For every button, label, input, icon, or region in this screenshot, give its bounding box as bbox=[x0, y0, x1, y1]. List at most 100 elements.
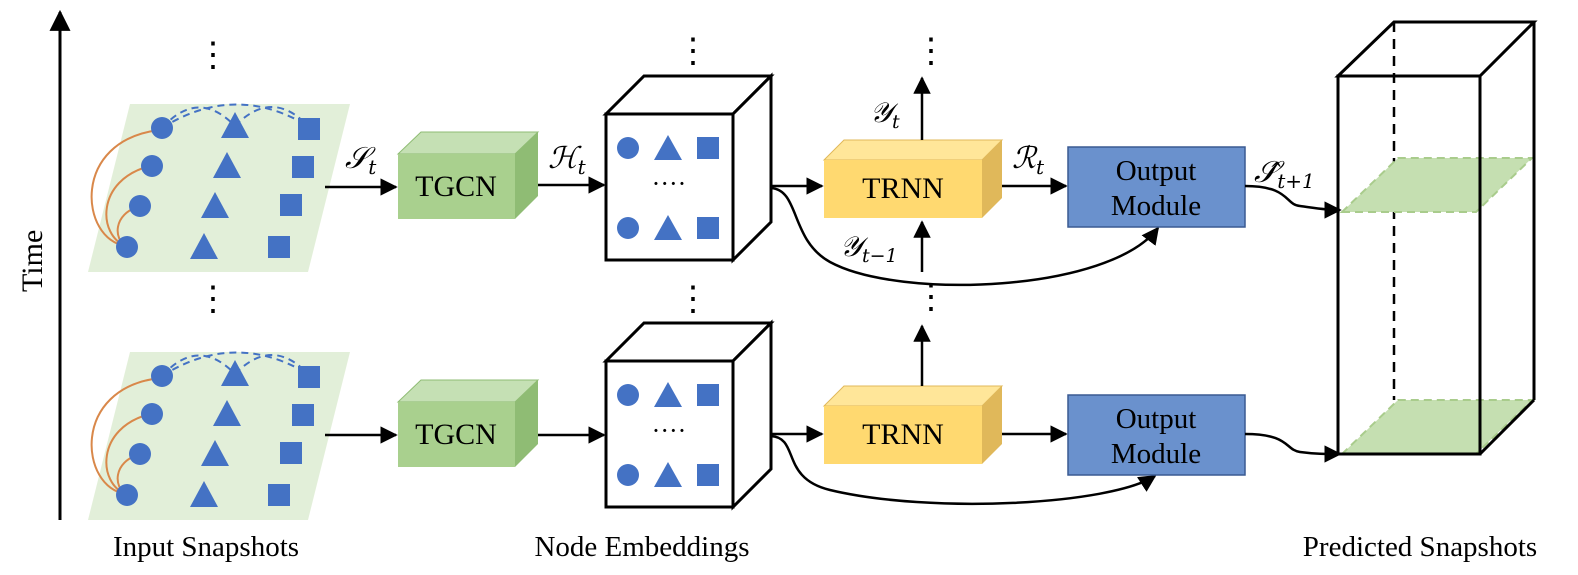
dashed-edge bbox=[161, 351, 309, 377]
embed-dots: ···· bbox=[652, 169, 687, 198]
triangle-node bbox=[190, 233, 218, 259]
tgcn-block-top: TGCN bbox=[396, 131, 540, 219]
input-snapshot-top bbox=[88, 103, 350, 272]
tgcn-top-face bbox=[396, 131, 540, 155]
triangle-node bbox=[201, 192, 229, 218]
trnn-top-face bbox=[822, 385, 1004, 407]
circle-node bbox=[151, 117, 173, 139]
triangle-node bbox=[654, 215, 682, 240]
square-node bbox=[292, 156, 314, 178]
orange-edge bbox=[105, 413, 151, 495]
snapshot-plane bbox=[88, 352, 350, 520]
vdots-embed-mid: ⋮ bbox=[676, 281, 710, 318]
circle-node bbox=[617, 384, 639, 406]
label-r-t: ℛt bbox=[1012, 141, 1045, 179]
circle-node bbox=[141, 155, 163, 177]
input-snapshot-bottom bbox=[88, 351, 350, 520]
dashed-edge bbox=[161, 106, 236, 129]
output-label-line1: Output bbox=[1116, 403, 1197, 435]
output-box bbox=[1067, 146, 1246, 228]
trnn-top-face bbox=[822, 139, 1004, 161]
label-y-tm1: 𝒴t−1 bbox=[840, 230, 898, 267]
output-module-top: Output Module bbox=[1067, 146, 1246, 228]
output-label-line2: Module bbox=[1111, 438, 1201, 470]
label-h-t: ℋt bbox=[548, 141, 587, 179]
label-s-t: 𝒮t bbox=[345, 141, 377, 179]
square-node bbox=[697, 137, 719, 159]
triangle-node bbox=[201, 440, 229, 466]
trnn-side-face bbox=[982, 386, 1002, 464]
label-y-t: 𝒴t bbox=[870, 96, 900, 133]
tgcn-front-face bbox=[398, 154, 515, 219]
trnn-label: TRNN bbox=[862, 418, 944, 451]
square-node bbox=[268, 484, 290, 506]
triangle-node bbox=[221, 112, 249, 138]
caption-predicted-snapshots: Predicted Snapshots bbox=[1303, 531, 1537, 563]
trnn-block-top: TRNN bbox=[822, 139, 1004, 218]
circle-node bbox=[617, 137, 639, 159]
vdots-embed-top: ⋮ bbox=[676, 33, 710, 70]
trnn-front-face bbox=[824, 160, 982, 218]
circle-node bbox=[141, 403, 163, 425]
tgcn-block-bottom: TGCN bbox=[396, 379, 540, 467]
square-node bbox=[298, 366, 320, 388]
embedding-cube-bottom: ···· bbox=[602, 319, 775, 511]
tgcn-front-face bbox=[398, 402, 515, 467]
orange-edge bbox=[105, 165, 151, 247]
tgcn-side-face bbox=[515, 380, 538, 467]
circle-node bbox=[617, 464, 639, 486]
orange-edge bbox=[90, 377, 161, 495]
output-box bbox=[1067, 394, 1246, 476]
triangle-node bbox=[190, 481, 218, 507]
vdots-trnn-mid: ⋮ bbox=[914, 279, 948, 316]
tgcn-top-face bbox=[396, 379, 540, 403]
circle-node bbox=[151, 365, 173, 387]
circle-node bbox=[129, 195, 151, 217]
predicted-plane-bottom bbox=[1339, 399, 1535, 455]
time-axis-label: Time bbox=[16, 230, 49, 292]
circle-node bbox=[129, 443, 151, 465]
vdots-input-top: ⋮ bbox=[196, 37, 230, 74]
prism-top-face bbox=[1334, 20, 1538, 78]
caption-node-embeddings: Node Embeddings bbox=[534, 531, 749, 563]
square-node bbox=[697, 384, 719, 406]
vdots-trnn-top: ⋮ bbox=[914, 33, 948, 70]
dashed-edge bbox=[161, 103, 309, 129]
square-node bbox=[268, 236, 290, 258]
square-node bbox=[697, 464, 719, 486]
dashed-edge bbox=[161, 354, 236, 377]
circle-node bbox=[116, 236, 138, 258]
prism-front-face bbox=[1336, 74, 1482, 456]
vdots-input-mid: ⋮ bbox=[196, 281, 230, 318]
predicted-plane-top bbox=[1339, 157, 1535, 213]
trnn-side-face bbox=[982, 140, 1002, 218]
trnn-block-bottom: TRNN bbox=[822, 385, 1004, 464]
embed-dots: ···· bbox=[652, 416, 687, 445]
snapshot-plane bbox=[88, 104, 350, 272]
square-node bbox=[298, 118, 320, 140]
skip-arrow-embed-to-output-bottom bbox=[770, 434, 1157, 505]
output-module-bottom: Output Module bbox=[1067, 394, 1246, 476]
square-node bbox=[280, 194, 302, 216]
skip-arrow-embed-to-output bbox=[770, 186, 1160, 287]
caption-input-snapshots: Input Snapshots bbox=[113, 531, 299, 563]
triangle-node bbox=[654, 462, 682, 487]
label-s-hat: 𝒮̂t+1 bbox=[1254, 155, 1315, 193]
orange-edge bbox=[90, 129, 161, 247]
tgcn-label: TGCN bbox=[415, 170, 497, 203]
embedding-cube-top: ···· bbox=[602, 72, 775, 264]
prism-bottom-edge bbox=[1478, 398, 1536, 456]
triangle-node bbox=[654, 135, 682, 160]
triangle-node bbox=[213, 400, 241, 426]
output-label-line1: Output bbox=[1116, 155, 1197, 187]
square-node bbox=[292, 404, 314, 426]
circle-node bbox=[617, 217, 639, 239]
tgcn-side-face bbox=[515, 132, 538, 219]
time-axis: Time bbox=[16, 9, 71, 520]
circle-node bbox=[116, 484, 138, 506]
square-node bbox=[280, 442, 302, 464]
triangle-node bbox=[654, 382, 682, 407]
square-node bbox=[697, 217, 719, 239]
triangle-node bbox=[213, 152, 241, 178]
